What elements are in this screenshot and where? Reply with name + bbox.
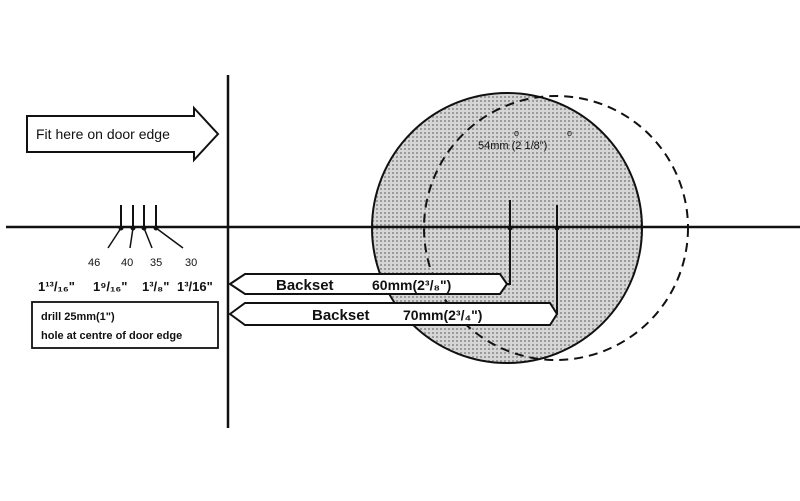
drill-label-40: 40 xyxy=(121,257,133,269)
drill-leader-40 xyxy=(129,227,134,249)
drill-leader-46 xyxy=(107,227,122,249)
fraction-30: 1³/16" xyxy=(177,279,213,294)
drill-label-35: 35 xyxy=(150,257,162,269)
drill-label-30: 30 xyxy=(185,257,197,269)
fit-here-label: Fit here on door edge xyxy=(36,126,170,142)
backset-60-value: 60mm(2³/₈") xyxy=(372,277,451,293)
backset-60-bar xyxy=(228,273,509,295)
drill-note-line1: drill 25mm(1") xyxy=(41,311,115,323)
drill-note-line2: hole at centre of door edge xyxy=(41,330,182,342)
fraction-40: 1⁹/₁₆" xyxy=(93,279,127,294)
hole-size-mark-a: o xyxy=(514,128,519,138)
drill-ticks xyxy=(107,205,184,249)
backset-70-label: Backset xyxy=(312,307,370,324)
hole-size-mark-b: o xyxy=(567,128,572,138)
backset-60-label: Backset xyxy=(276,277,334,294)
backset-70-value: 70mm(2³/₄") xyxy=(403,307,482,323)
hole-size-label: 54mm (2 1/8") xyxy=(478,140,547,152)
drill-note-box xyxy=(31,301,219,349)
fraction-35: 1³/₈" xyxy=(142,279,169,294)
drill-leader-35 xyxy=(143,227,153,249)
backset-70-bar xyxy=(228,302,559,326)
backset-60-connector xyxy=(507,228,511,285)
drill-leader-30 xyxy=(155,227,184,249)
fraction-46: 1¹³/₁₆" xyxy=(38,279,75,294)
fit-here-arrow xyxy=(26,105,220,163)
drill-label-46: 46 xyxy=(88,257,100,269)
